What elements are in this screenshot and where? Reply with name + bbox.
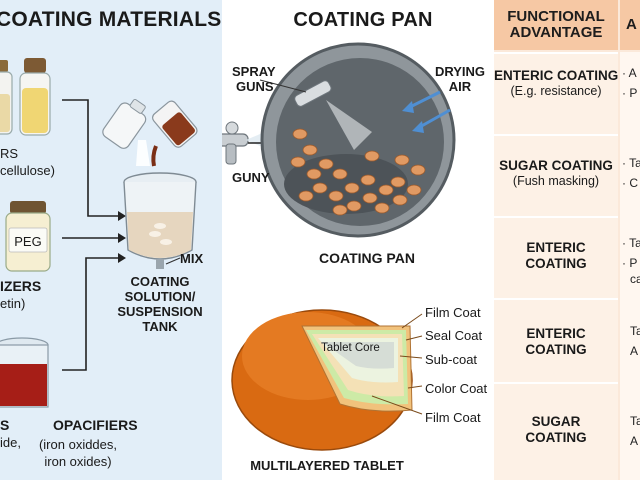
- colorants-label-2: ide,: [0, 435, 21, 450]
- row-1-subtitle: (E.g. resistance): [510, 84, 602, 98]
- pan-illustration: [222, 42, 456, 451]
- spray-nozzle: [294, 80, 332, 107]
- drying-air-label-2: AIR: [448, 79, 472, 94]
- row-5-title-2: COATING: [525, 430, 587, 445]
- row-sugar-coating-1: SUGAR COATING (Fush masking): [494, 134, 618, 216]
- row-enteric-coating-3: ENTERIC COATING: [494, 298, 618, 382]
- multilayered-tablet-caption: MULTILAYERED TABLET: [250, 458, 404, 473]
- polymers-label-2: cellulose): [0, 163, 55, 178]
- layer-label-film-coat-inner: Film Coat: [425, 410, 481, 425]
- tank-label-3: SUSPENSION: [117, 304, 203, 319]
- drying-air-label-1: DRYING: [434, 64, 486, 79]
- row-5-side-1: Ta: [630, 414, 640, 428]
- plasticizers-label-1: IZERS: [0, 278, 42, 294]
- spray-gun: [222, 121, 249, 165]
- coating-materials-title: COATING MATERIALS: [0, 8, 222, 31]
- row-3-side-1: · Ta: [622, 236, 640, 250]
- layer-label-sub-coat: Sub-coat: [425, 352, 478, 367]
- row-1-title: ENTERIC COATING: [494, 68, 619, 83]
- spray-guns-label-1: SPRAY: [232, 64, 276, 79]
- header-line-2: ADVANTAGE: [509, 24, 603, 41]
- multilayered-tablet: [231, 309, 413, 451]
- materials-illustration: [0, 58, 198, 408]
- tablets-bed: [290, 128, 426, 216]
- functional-advantage-header: FUNCTIONAL ADVANTAGE: [494, 0, 618, 50]
- mix-label: MIX: [180, 251, 204, 266]
- polymer-vial-right: [19, 58, 51, 136]
- pouring-bottle-brown: [152, 100, 198, 148]
- opacifiers-line-2: iron oxides): [44, 454, 112, 469]
- next-column-header: A: [620, 0, 640, 50]
- row-3-title-1: ENTERIC: [526, 240, 586, 255]
- colorant-beaker: [0, 337, 49, 408]
- row-2-side-1: · Ta: [622, 156, 640, 170]
- row-4-side-2: A: [630, 344, 639, 358]
- coating-pan-title: COATING PAN: [293, 9, 433, 31]
- mixing-tank: [123, 172, 197, 269]
- row-4-side-1: Ta: [630, 324, 640, 338]
- row-3-side-2: · P: [622, 256, 638, 270]
- polymer-vial-left: [0, 60, 13, 135]
- next-column: [620, 52, 640, 480]
- coating-pan-label: COATING PAN: [319, 250, 415, 266]
- row-2-subtitle: (Fush masking): [512, 174, 600, 188]
- row-5-side-2: A: [630, 434, 639, 448]
- row-enteric-coating-2: ENTERIC COATING: [494, 216, 618, 298]
- colorants-label-1: S: [0, 417, 10, 433]
- row-4-title-1: ENTERIC: [526, 326, 586, 341]
- row-3-title-2: COATING: [525, 256, 587, 271]
- layer-label-color-coat: Color Coat: [425, 381, 488, 396]
- peg-jar-label: PEG: [14, 234, 42, 249]
- row-2-title: SUGAR COATING: [499, 158, 613, 173]
- row-5-title-1: SUGAR: [531, 414, 581, 429]
- row-1-side-1: · A: [622, 66, 637, 80]
- polymers-label-1: RS: [0, 146, 19, 161]
- header-line-1: FUNCTIONAL: [507, 8, 605, 25]
- spray-gun-label: GUNY: [232, 170, 270, 185]
- row-3-side-3: ca: [630, 272, 640, 286]
- pouring-bottle-white: [102, 98, 147, 149]
- spray-guns-label-2: GUNS: [236, 79, 274, 94]
- tablet-core-label: Tablet Core: [321, 342, 380, 354]
- row-sugar-coating-2: SUGAR COATING: [494, 382, 618, 480]
- layer-label-film-coat-outer: Film Coat: [425, 305, 481, 320]
- layer-label-seal-coat: Seal Coat: [425, 328, 483, 343]
- tank-label-1: COATING: [130, 274, 190, 289]
- tank-label-4: TANK: [142, 319, 178, 334]
- row-enteric-coating-1: ENTERIC COATING (E.g. resistance): [494, 52, 618, 134]
- plasticizers-label-2: etin): [0, 296, 26, 311]
- plasticizer-jar: [5, 201, 51, 272]
- row-2-side-2: · C: [622, 176, 638, 190]
- tank-label-2: SOLUTION/: [124, 289, 196, 304]
- opacifiers-title: OPACIFIERS: [53, 417, 138, 433]
- opacifiers-line-1: (iron oxiddes,: [38, 437, 118, 452]
- row-4-title-2: COATING: [525, 342, 587, 357]
- row-1-side-2: · P: [622, 86, 638, 100]
